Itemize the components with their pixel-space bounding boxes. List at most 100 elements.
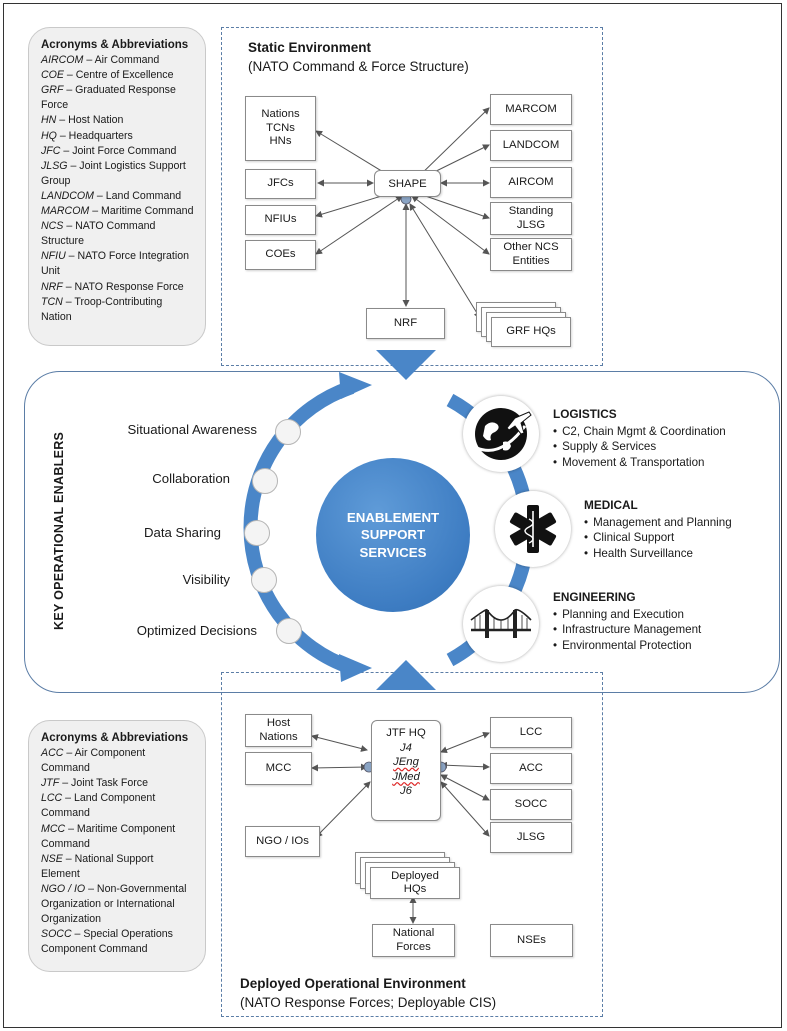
engineering-item: Infrastructure Management — [553, 622, 701, 638]
acronym-definition: – Non-Governmental Organization or Inter… — [41, 882, 187, 926]
aircom-label: AIRCOM — [508, 175, 554, 188]
medical-item: Clinical Support — [584, 530, 732, 546]
host-nations-label: Host — [266, 717, 291, 729]
engineering-item: Planning and Execution — [553, 607, 701, 623]
acronym-abbr: JTF — [41, 777, 60, 790]
acronym-definition: – Host Nation — [56, 114, 124, 127]
coes-label: COEs — [265, 248, 296, 261]
acronym-entry: NSE – National Support Element — [41, 852, 195, 882]
deployed-env-title: Deployed Operational Environment — [240, 976, 466, 991]
lcc-label: LCC — [519, 725, 543, 738]
acronym-entry: SOCC – Special Operations Component Comm… — [41, 927, 195, 957]
deployed-hqs-text: HQs — [403, 883, 427, 895]
acronym-entry: NGO / IO – Non-Governmental Organization… — [41, 882, 195, 927]
acronym-definition: – Graduated Response Force — [41, 84, 176, 112]
globe-airplane-icon — [463, 396, 539, 472]
key-enablers-label: KEY OPERATIONAL ENABLERS — [52, 431, 66, 630]
nfius-label: NFIUs — [264, 213, 297, 226]
jfcs-label: JFCs — [267, 177, 294, 190]
box-lcc: LCC — [490, 717, 572, 748]
static-env-subtitle: (NATO Command & Force Structure) — [248, 59, 469, 74]
landcom-label: LANDCOM — [502, 138, 560, 151]
acronym-definition: – Troop-Contributing Nation — [41, 295, 163, 323]
grf-hqs-label: GRF HQs — [506, 325, 556, 338]
acronym-entry: GRF – Graduated Response Force — [41, 83, 195, 113]
medical-item: Management and Planning — [584, 515, 732, 531]
grf-stack-card — [491, 317, 571, 347]
acronym-entry: NRF – NATO Response Force — [41, 280, 195, 295]
enabler-optimized-decisions: Optimized Decisions — [136, 623, 257, 638]
static-env-title: Static Environment — [248, 40, 372, 55]
acronym-definition: – Land Command — [93, 189, 182, 202]
acronym-abbr: NRF — [41, 280, 63, 293]
acronyms-bottom-title: Acronyms & Abbreviations — [41, 732, 189, 744]
nations-label: TCNs — [266, 121, 295, 134]
engineering-heading: ENGINEERING — [553, 590, 636, 604]
jtf-hq-title: JTF HQ — [386, 727, 426, 739]
box-coes: COEs — [245, 240, 316, 270]
deployed-env-subtitle: (NATO Response Forces; Deployable CIS) — [240, 995, 497, 1010]
standing-jlsg-label: JLSG — [516, 218, 546, 231]
box-nrf: NRF — [366, 308, 445, 339]
acronym-entry: TCN – Troop-Contributing Nation — [41, 295, 195, 325]
acronym-abbr: HQ — [41, 129, 57, 142]
acronym-entry: HN – Host Nation — [41, 113, 195, 128]
center-line-1: ENABLEMENT — [346, 509, 440, 525]
acronym-entry: HQ – Headquarters — [41, 129, 195, 144]
acronyms-bottom-panel: Acronyms & Abbreviations ACC – Air Compo… — [28, 720, 206, 972]
logistics-item: C2, Chain Mgmt & Coordination — [553, 424, 726, 440]
acronym-abbr: NCS — [41, 220, 64, 233]
box-marcom: MARCOM — [490, 94, 572, 125]
acronym-abbr: HN — [41, 114, 57, 127]
box-jlsg: JLSG — [490, 822, 572, 853]
enabler-situational-awareness: Situational Awareness — [127, 422, 257, 437]
host-nations-label: Nations — [259, 730, 298, 743]
acronym-abbr: COE — [41, 69, 64, 82]
jtf-item-jmed: JMed — [392, 770, 420, 783]
acronym-definition: – Headquarters — [56, 129, 133, 142]
box-nfius: NFIUs — [245, 205, 316, 235]
acronym-entry: JLSG – Joint Logistics Support Group — [41, 159, 195, 189]
acc-label: ACC — [519, 761, 543, 774]
acronym-entry: NFIU – NATO Force Integration Unit — [41, 249, 195, 279]
acronym-abbr: MCC — [41, 822, 66, 835]
standing-jlsg-label: Standing — [508, 205, 554, 217]
other-ncs-label: Entities — [512, 254, 550, 267]
center-line-3: SERVICES — [359, 544, 427, 560]
acronym-abbr: SOCC — [41, 928, 72, 941]
acronym-entry: MCC – Maritime Component Command — [41, 822, 195, 852]
service-logistics: LOGISTICS C2, Chain Mgmt & Coordination … — [553, 407, 726, 470]
deployed-hqs-text: Deployed — [391, 869, 439, 882]
jtf-item-j6: J6 — [400, 785, 412, 797]
national-forces-text: Forces — [396, 940, 431, 953]
box-ngo-ios: NGO / IOs — [245, 826, 320, 857]
acronym-entry: LANDCOM – Land Command — [41, 189, 195, 204]
acronym-abbr: NSE — [41, 852, 63, 865]
acronym-definition: – Centre of Excellence — [63, 69, 174, 82]
jtf-item-j4: J4 — [400, 741, 412, 754]
grf-hqs-stack: GRF HQs — [476, 302, 576, 350]
nations-label: HNs — [269, 135, 292, 148]
acronym-abbr: JLSG — [41, 159, 68, 172]
acronym-abbr: JFC — [41, 144, 61, 157]
logistics-item: Movement & Transportation — [553, 455, 726, 471]
acronym-abbr: MARCOM — [41, 205, 90, 218]
acronym-abbr: TCN — [41, 295, 63, 308]
box-aircom: AIRCOM — [490, 167, 572, 198]
box-acc: ACC — [490, 753, 572, 784]
socc-label: SOCC — [514, 797, 548, 810]
service-engineering: ENGINEERING Planning and Execution Infra… — [553, 590, 701, 653]
deployed-stack-card — [370, 867, 460, 899]
enabler-node — [252, 468, 278, 494]
enabler-data-sharing: Data Sharing — [144, 525, 221, 540]
center-line-2: SUPPORT — [360, 527, 426, 543]
medical-heading: MEDICAL — [584, 498, 638, 512]
acronym-abbr: NFIU — [41, 250, 66, 263]
jtf-item-jeng: JEng — [393, 756, 419, 768]
box-socc: SOCC — [490, 789, 572, 820]
acronym-entry: NCS – NATO Command Structure — [41, 219, 195, 249]
jlsg-label: JLSG — [516, 830, 546, 843]
